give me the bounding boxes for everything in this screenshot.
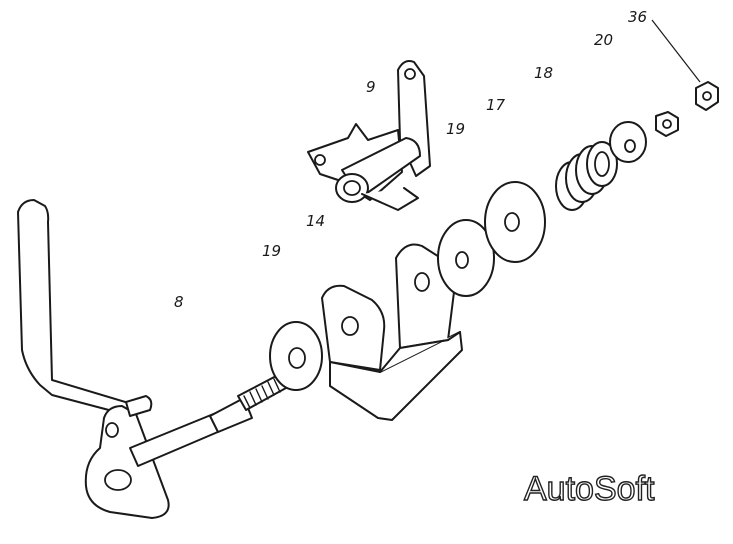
part-8-pedal-lever: [17, 199, 287, 519]
part-19-washer-left: [269, 321, 323, 391]
label-part-18: 18: [534, 64, 553, 82]
label-part-20: 20: [594, 31, 613, 49]
part-20-washer: [609, 121, 647, 163]
label-part-19-right: 19: [446, 120, 465, 138]
part-36-nut: [695, 81, 719, 111]
label-part-17: 17: [486, 96, 506, 114]
part-9-fork: [307, 60, 431, 211]
part-nut-lower: [655, 111, 679, 137]
leader-36: [651, 19, 701, 83]
label-part-8: 8: [174, 293, 184, 311]
watermark: AutoSoft: [524, 470, 655, 508]
label-part-14: 14: [306, 212, 325, 230]
label-part-9: 9: [366, 78, 376, 96]
label-part-19-left: 19: [262, 242, 281, 260]
part-17-large-washer: [484, 181, 546, 263]
part-19-washer-right: [437, 219, 495, 297]
label-part-36: 36: [628, 8, 647, 26]
part-18-spring: [555, 141, 618, 211]
